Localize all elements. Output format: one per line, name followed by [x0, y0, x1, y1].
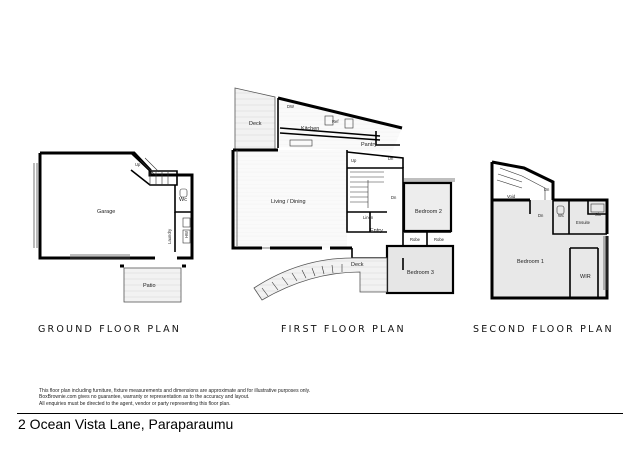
- bedroom1-label: Bedroom 1: [517, 259, 544, 265]
- deck-top-label: Deck: [249, 121, 262, 127]
- property-address: 2 Ocean Vista Lane, Paraparaumu: [18, 416, 234, 432]
- first-floor-caption: FIRST FLOOR PLAN: [281, 324, 406, 335]
- entry-label: Entry: [370, 228, 383, 234]
- disclaimer-line: This floor plan including furniture, fix…: [39, 388, 311, 394]
- shr-label: Shr: [595, 212, 602, 217]
- first-dn-label: Dn: [391, 195, 397, 200]
- second-floor-plan: Void Dn Wc Ensuite Shr Dn Bedroom 1 WIR: [490, 160, 609, 300]
- bedroom3-label: Bedroom 3: [407, 270, 434, 276]
- hw-label: HW: [184, 231, 189, 238]
- ground-up-label: Up: [135, 162, 141, 167]
- first-dn2-label: Dn: [388, 156, 394, 161]
- kitchen-label: Kitchen: [301, 126, 319, 132]
- second-dn2-label: Dn: [544, 187, 550, 192]
- patio-label: Patio: [143, 283, 156, 289]
- first-floor-plan: Deck Kitchen DW Ref Pantry Up Dn Dn Livi…: [231, 87, 455, 301]
- disclaimer-line: All enquiries must be directed to the ag…: [39, 400, 231, 407]
- footer-divider: [17, 413, 623, 414]
- deck-bottom-label: Deck: [351, 262, 364, 268]
- pantry-label: Pantry: [361, 142, 377, 148]
- disclaimer-line: BoxBrownie.com gives no guarantee, warra…: [39, 394, 250, 401]
- robe1-label: Robe: [410, 237, 421, 242]
- second-dn-label: Dn: [538, 213, 544, 218]
- wir-label: WIR: [580, 274, 591, 280]
- living-dining-label: Living / Dining: [271, 199, 306, 205]
- first-up-label: Up: [351, 158, 357, 163]
- garage-label: Garage: [97, 209, 115, 215]
- second-floor-caption: SECOND FLOOR PLAN: [473, 324, 614, 335]
- ref-label: Ref: [332, 119, 339, 124]
- ground-floor-plan: Up Wc Garage Laundry HW Patio: [33, 151, 194, 303]
- ensuite-label: Ensuite: [576, 220, 591, 225]
- laundry-label: Laundry: [167, 228, 172, 244]
- ground-floor-caption: GROUND FLOOR PLAN: [38, 324, 182, 335]
- void-label: Void: [507, 194, 516, 199]
- robe2-label: Robe: [434, 237, 445, 242]
- bedroom2-label: Bedroom 2: [415, 209, 442, 215]
- disclaimer-text: This floor plan including furniture, fix…: [39, 388, 310, 407]
- ground-wc-label: Wc: [179, 197, 187, 203]
- second-wc-label: Wc: [558, 213, 564, 218]
- linen-label: Linen: [363, 215, 374, 220]
- dw-label: DW: [287, 104, 294, 109]
